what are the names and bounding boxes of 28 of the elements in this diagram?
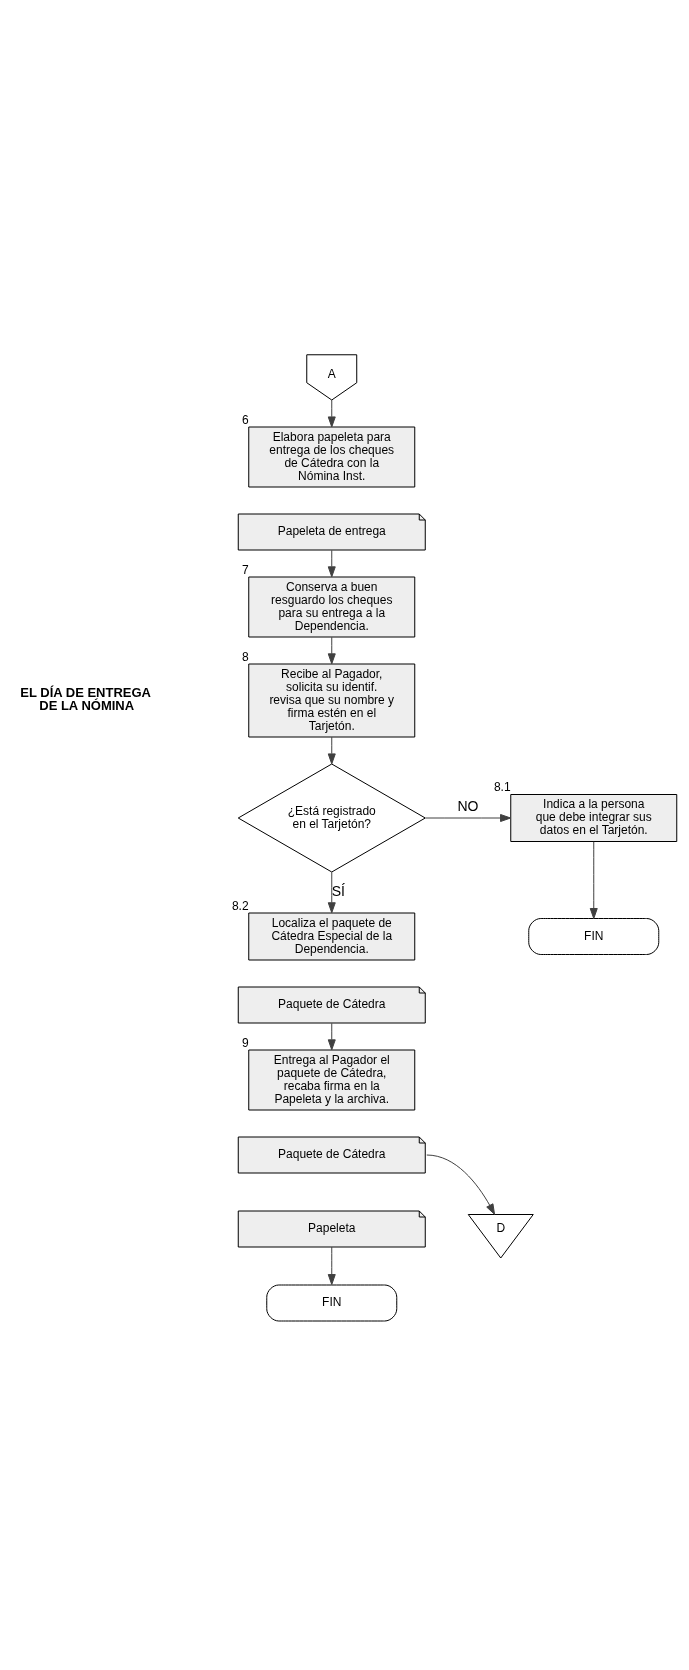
arrow [589, 840, 598, 919]
node-box: Entrega al Pagador el paquete de Cátedra, recaba firma en la Papeleta y la archiva. [248, 1049, 416, 1110]
node-box: FIN [266, 1284, 398, 1321]
node-label: 8 [241, 649, 249, 664]
label: EL DÍA DE ENTREGA DE LA NÓMINA [20, 684, 151, 713]
arrow [327, 636, 336, 664]
arrow [327, 549, 336, 577]
node-diamond: ¿Está registrado en el Tarjetón? [237, 763, 426, 872]
arrow [327, 1246, 336, 1285]
node-label: 8.1 [493, 779, 511, 794]
node-label: 6 [241, 412, 249, 427]
node-box: Localiza el paquete de Cátedra Especial de la Dependencia. [248, 912, 416, 960]
arrow [426, 1154, 496, 1215]
arrow [327, 399, 336, 427]
node-label: 8.2 [231, 898, 249, 913]
arrow [327, 871, 336, 913]
edge-label: SÍ [331, 882, 345, 899]
arrow [327, 1022, 336, 1050]
edge-label: NO [457, 797, 479, 814]
node-box: Recibe al Pagador, solicita su identif. revisa que su nombre y firma estén en el Tarjetón. [248, 663, 416, 737]
node-box: FIN [528, 917, 660, 955]
arrow [327, 736, 336, 764]
node-label: 9 [241, 1035, 249, 1050]
node-label: 7 [241, 562, 249, 577]
node-box: Conserva a buen resguardo los cheques para su entrega a la Dependencia. [248, 576, 416, 637]
arrow [425, 813, 512, 822]
node-box: Indica a la persona que debe integrar sus datos en el Tarjetón. [510, 793, 678, 842]
node-box: Elabora papeleta para entrega de los cheques de Cátedra con la Nómina Inst. [248, 426, 416, 487]
